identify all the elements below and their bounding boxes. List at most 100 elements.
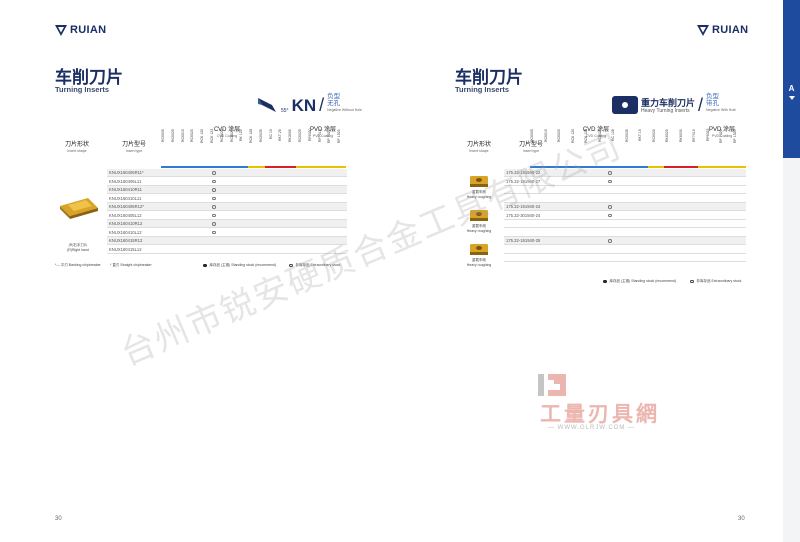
open-dot-icon (289, 263, 293, 268)
side-tab[interactable]: A (783, 0, 800, 542)
grade-column-header: RCK 120 (200, 129, 205, 144)
grade-column-header: RK 125 (239, 129, 244, 141)
header-insert-type: 刀片型号 Insert type (508, 142, 554, 154)
insert-type-code: KNUX160415L12 (109, 246, 142, 252)
grade-column-header: RC6005 (161, 129, 165, 142)
cvd-color-bar (161, 166, 248, 168)
legend-extra-stock: 非库存品 Extraordinary stock (690, 279, 741, 284)
grade-column-header: RC6025 (219, 129, 224, 142)
insert-description: 负型 无孔 Negative Without Hole (327, 93, 362, 114)
watermark-url: — WWW.GLRJW.COM — (548, 425, 636, 431)
pvd-cn: PVD 涂层 (309, 127, 336, 133)
availability-mark (212, 230, 216, 234)
legend-extra-stock: 非库存品 Extraordinary stock (289, 263, 340, 268)
open-dot-icon (690, 279, 694, 284)
grade-column-header: RP 7020 (719, 129, 723, 143)
availability-mark (212, 171, 216, 175)
insert-type-code: 175.32-191940-25 (506, 238, 541, 243)
table-row (504, 246, 746, 254)
page-subtitle: Turning Inserts (455, 85, 510, 94)
table-row: KNUX160410R11 (107, 186, 347, 194)
watermark-url-text: WWW.GLRJW.COM (557, 425, 626, 431)
table-row: 175.32-191940-25 (504, 237, 746, 245)
ruian-logo-icon (55, 24, 67, 36)
grade-column-header: RKT 25 (278, 129, 283, 141)
brand-name: RUIAN (70, 24, 107, 36)
availability-mark (212, 196, 216, 200)
table-row: 175.32-191940-24 (504, 203, 746, 211)
legend-extra-text: 非库存品 Extraordinary stock (696, 279, 742, 283)
caption-en: Heavy roughing (466, 228, 492, 233)
grade-column-header: RC6020 (229, 129, 234, 142)
header-insert-shape: 刀片形状 Insert shape (459, 142, 499, 154)
insert-type-code: 175.32-301940-24 (506, 212, 541, 218)
header-shape-en: Insert shape (67, 149, 87, 153)
badge-separator: / (698, 95, 704, 115)
availability-mark (212, 179, 216, 183)
insert-type-code: 175.32-191940-24 (506, 204, 541, 209)
pvd-group-label: PVD 涂层 PVD Coating (702, 127, 742, 139)
glrjw-logo-icon (538, 374, 566, 396)
legend-standing-stock: 库存品 (主推) Standing stock (recommend) (203, 263, 276, 268)
red-color-bar (664, 166, 698, 168)
cvd-color-bar (530, 166, 648, 168)
insert-type-code: KNUX160410L12 (109, 229, 142, 235)
filled-dot-icon (203, 263, 207, 268)
table-row: KNUX160410L12 (107, 229, 347, 237)
header-shape-cn: 刀片形状 (64, 142, 89, 148)
table-row (504, 220, 746, 228)
page-number: 30 (738, 516, 745, 522)
caption-en: Heavy roughing (466, 262, 492, 267)
insert-type-code: KNUX160410R12 (109, 221, 143, 226)
grade-column-header: RF6020 (307, 129, 312, 142)
table-row (504, 254, 746, 262)
insert-type-badge: 重力车削刀片 Heavy Turning Inserts / 负型 带孔 Neg… (612, 93, 736, 114)
table-row: KNUX160405R12* (107, 203, 347, 211)
availability-mark (212, 213, 216, 217)
yellow-color-bar (648, 166, 664, 168)
desc-en: Negative With Hole (706, 108, 736, 112)
grade-column-header: RK6025 (665, 129, 669, 142)
caption-en: Heavy roughing (466, 194, 492, 199)
side-tab-highlight (783, 0, 800, 158)
table-row (504, 186, 746, 194)
header-shape-en: Insert shape (469, 149, 489, 153)
desc-cn-1: 负型 (706, 93, 720, 100)
grade-column-header: RC6025 (170, 129, 175, 142)
kn-insert-image (60, 198, 98, 219)
desc-cn-2: 无孔 (327, 100, 341, 107)
ruian-logo-icon (697, 24, 709, 36)
cvd-group-label: CVD 涂层 CVD Coating (192, 127, 262, 139)
heavy-insert-image (470, 210, 488, 221)
availability-mark (212, 188, 216, 192)
header-type-en: Insert type (125, 149, 143, 153)
grade-column-header: RKT 15 (638, 129, 642, 141)
insert-image-caption: (R)右手刀片 (R)Right hand (56, 243, 100, 252)
grade-column-header: RCK 128 (249, 129, 254, 144)
page-title: 车削刀片 (55, 68, 123, 88)
table-row (504, 229, 746, 237)
legend-stock-text: 库存品 (主推) Standing stock (recommend) (209, 263, 277, 267)
insert-type-code: KNUX160405R12* (109, 204, 144, 209)
brand-name: RUIAN (712, 24, 749, 36)
caption-en: (R)Right hand (67, 247, 89, 252)
legend-stock-text: 库存品 (主推) Standing stock (recommend) (609, 279, 677, 283)
footnote-banking: *— 平刃 Banking chipbreaker (55, 263, 101, 267)
header-shape-cn: 刀片形状 (466, 142, 491, 148)
right-page: RUIAN 车削刀片 Turning Inserts CVD 涂层 CVD Co… (400, 0, 800, 542)
grade-column-header: RK3006 (288, 129, 293, 142)
side-tab-letter: A (788, 84, 795, 93)
legend-extra-text: 非库存品 Extraordinary stock (295, 263, 341, 267)
availability-mark (608, 239, 612, 243)
grade-column-header: RC6035 (258, 129, 263, 142)
pvd-color-bar (698, 166, 746, 168)
category-cn: 重力车削刀片 (641, 98, 696, 108)
table-row: KNUX160405R11* (107, 169, 347, 177)
insert-category: 重力车削刀片 Heavy Turning Inserts (641, 98, 695, 114)
grade-column-header: RC6015 (180, 129, 185, 142)
header-type-en: Insert type (522, 149, 540, 153)
caption-cn: 重载车削 (472, 224, 486, 228)
